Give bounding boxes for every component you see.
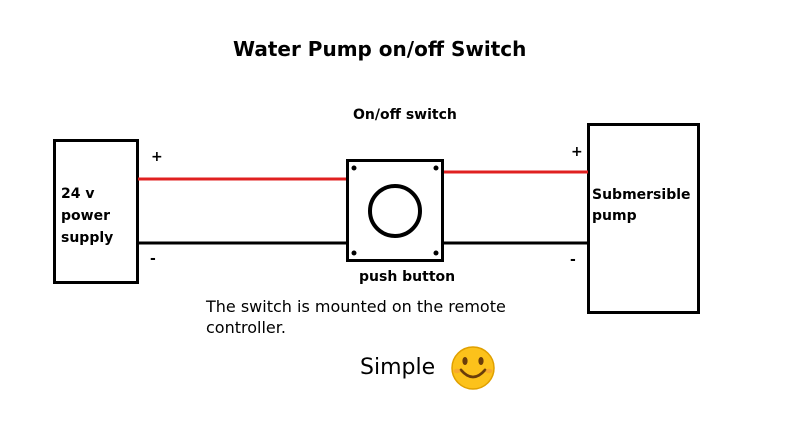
smiley-emoji-icon bbox=[451, 346, 495, 390]
pump-box bbox=[587, 123, 700, 314]
pump-label: Submersible pump bbox=[592, 187, 691, 224]
switch-terminal bbox=[351, 165, 357, 171]
power-supply-plus-sign: + bbox=[151, 149, 163, 165]
mounting-note: The switch is mounted on the remote cont… bbox=[206, 297, 506, 337]
switch-body bbox=[346, 159, 444, 262]
diagram-title: Water Pump on/off Switch bbox=[233, 37, 527, 61]
switch-terminal bbox=[433, 250, 439, 256]
power-supply-minus-sign: - bbox=[150, 251, 156, 267]
push-button-label: push button bbox=[359, 269, 456, 285]
switch-terminal bbox=[433, 165, 439, 171]
switch-label: On/off switch bbox=[353, 107, 457, 123]
push-button-circle bbox=[368, 184, 422, 238]
simple-caption: Simple bbox=[360, 355, 436, 380]
power-supply-box bbox=[53, 139, 139, 284]
pump-minus-sign: - bbox=[570, 252, 576, 268]
pump-plus-sign: + bbox=[571, 144, 583, 160]
switch-terminal bbox=[351, 250, 357, 256]
power-supply-label: 24 v power supply bbox=[61, 186, 114, 246]
